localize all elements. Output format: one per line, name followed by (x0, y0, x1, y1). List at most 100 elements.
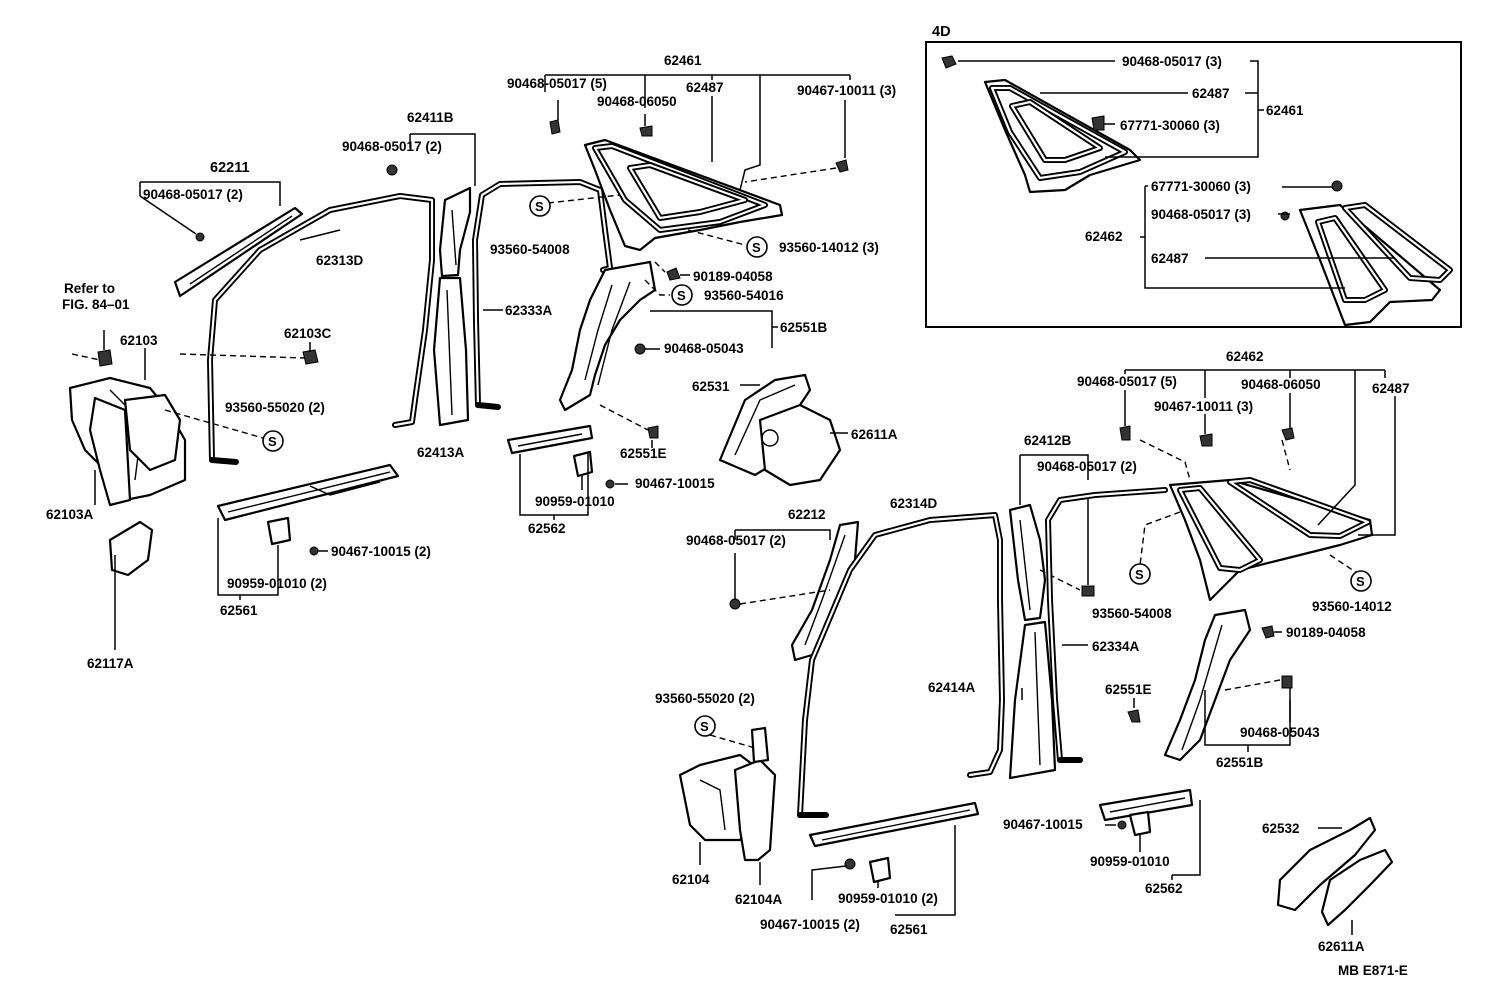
cover-62117A (108, 520, 154, 577)
wheel-house-cover-62611A-rear (1320, 848, 1394, 927)
clip-icon (941, 55, 957, 69)
clip-icon (309, 546, 319, 556)
clip-icon (1280, 211, 1290, 221)
label-62413A: 62413A (417, 445, 465, 460)
label-62611A: 62611A (851, 427, 898, 442)
quarter-window-assembly-62462 (1168, 477, 1374, 602)
label-90467-10011-3: 90467-10011 (3) (797, 83, 896, 98)
front-scuff-plate-62561-rear (808, 801, 980, 848)
label-90467-10015-2-rear: 90467-10015 (2) (760, 917, 860, 932)
inset-4d-frame (925, 41, 1462, 328)
label-90467-10015: 90467-10015 (635, 476, 715, 491)
label-62412B: 62412B (1024, 433, 1072, 448)
clip-icon (1117, 820, 1127, 830)
clip-icon (605, 479, 615, 489)
screw-symbol-93560-54008-rear: S (1129, 563, 1151, 585)
screw-symbol-93560-54016: S (671, 284, 693, 306)
label-62562: 62562 (528, 521, 566, 536)
clip-icon (1199, 433, 1213, 447)
diagram-reference-code: MB E871-E (1338, 963, 1408, 978)
label-93560-55020-2: 93560-55020 (2) (225, 400, 325, 415)
clip-icon (639, 125, 653, 137)
label-90468-05017-5-rear: 90468-05017 (5) (1077, 374, 1177, 389)
clip-icon (1119, 425, 1131, 441)
clamp-90959-01010-rear (868, 856, 892, 884)
front-pillar-garnish-62211 (173, 206, 304, 298)
label-62487: 62487 (686, 80, 724, 95)
label-90468-05017-2-rear: 90468-05017 (2) (1037, 459, 1137, 474)
label-90959-01010-rear: 90959-01010 (1090, 854, 1170, 869)
clip-icon (549, 119, 561, 135)
label-62551E: 62551E (620, 446, 667, 461)
label-62561: 62561 (220, 603, 258, 618)
label-90468-05017-2: 90468-05017 (2) (143, 187, 243, 202)
svg-text:S: S (677, 288, 686, 303)
screw-symbol-93560-55020-rear: S (694, 715, 716, 737)
lower-quarter-trim-62551B-rear (1163, 608, 1252, 762)
label-62532: 62532 (1262, 821, 1300, 836)
clip-icon (195, 232, 205, 242)
clamp-90959-01010 (572, 450, 594, 478)
clip-icon (1261, 625, 1275, 639)
label-90189-04058: 90189-04058 (693, 269, 773, 284)
label-62211: 62211 (210, 160, 250, 176)
label-62551B: 62551B (780, 320, 828, 335)
label-90468-06050: 90468-06050 (597, 94, 677, 109)
label-93560-54008-rear: 93560-54008 (1092, 606, 1172, 621)
clip-icon (1091, 115, 1105, 131)
label-93560-55020-2-rear: 93560-55020 (2) (655, 691, 755, 706)
label-inset-62487: 62487 (1151, 251, 1189, 266)
label-90189-04058-rear: 90189-04058 (1286, 625, 1366, 640)
label-62103A: 62103A (46, 507, 94, 522)
clip-icon (386, 164, 398, 176)
wheel-house-cover-62611A (758, 403, 842, 487)
rear-scuff-plate-62562-rear (1098, 788, 1194, 822)
refer-note-line1: Refer to (64, 281, 115, 296)
label-90468-05017-2-rear2: 90468-05017 (2) (686, 533, 786, 548)
rear-scuff-plate-62562 (506, 424, 594, 455)
refer-note-line2: FIG. 84–01 (62, 297, 130, 312)
front-scuff-plate-62561 (216, 463, 400, 522)
label-62104: 62104 (672, 872, 710, 887)
label-inset-62462: 62462 (1085, 229, 1123, 244)
label-62333A: 62333A (505, 303, 553, 318)
center-pillar-garnish-upper-62411B (438, 186, 472, 278)
clamp-90959-01010-rear2 (1128, 810, 1152, 837)
label-93560-54008: 93560-54008 (490, 242, 570, 257)
clip-icon (1281, 675, 1293, 689)
svg-text:S: S (700, 719, 709, 734)
clip-icon (1081, 585, 1095, 597)
label-90468-06050-rear: 90468-06050 (1241, 377, 1321, 392)
svg-text:S: S (1135, 567, 1144, 582)
label-inset-67771-30060-3: 67771-30060 (3) (1151, 179, 1251, 194)
label-62314D: 62314D (890, 496, 938, 511)
label-90468-05017-5: 90468-05017 (5) (507, 76, 607, 91)
center-pillar-garnish-lower-62413A (432, 276, 470, 427)
label-90467-10015-2: 90467-10015 (2) (331, 544, 431, 559)
screw-symbol-93560-14012-rear: S (1350, 570, 1372, 592)
clip-icon (1281, 427, 1295, 441)
label-90468-05043-rear: 90468-05043 (1240, 725, 1320, 740)
label-90467-10011-3-rear: 90467-10011 (3) (1154, 399, 1253, 414)
label-62561-rear: 62561 (890, 922, 928, 937)
svg-text:S: S (752, 240, 761, 255)
screw-symbol-93560-55020: S (262, 430, 284, 452)
label-62551B-rear: 62551B (1216, 755, 1264, 770)
inset-tag: 4D (932, 24, 951, 40)
label-62313D: 62313D (316, 253, 364, 268)
label-90959-01010: 90959-01010 (535, 494, 615, 509)
svg-text:S: S (1356, 574, 1365, 589)
kick-panel-62104A (733, 726, 777, 862)
front-kick-panel-inner-62103A (88, 396, 132, 507)
label-90959-01010-2-rear: 90959-01010 (2) (838, 891, 938, 906)
center-pillar-garnish-upper-62412B (1008, 503, 1047, 622)
label-inset-90468-05017-3: 90468-05017 (3) (1122, 54, 1222, 69)
inset-quarter-glass-lower (1298, 202, 1453, 327)
label-62551E-rear: 62551E (1105, 682, 1152, 697)
label-93560-14012-3: 93560-14012 (3) (779, 240, 879, 255)
quarter-window-assembly-62461 (583, 138, 784, 252)
label-inset-90468-05017-3: 90468-05017 (3) (1151, 207, 1251, 222)
clip-icon (1331, 180, 1343, 192)
